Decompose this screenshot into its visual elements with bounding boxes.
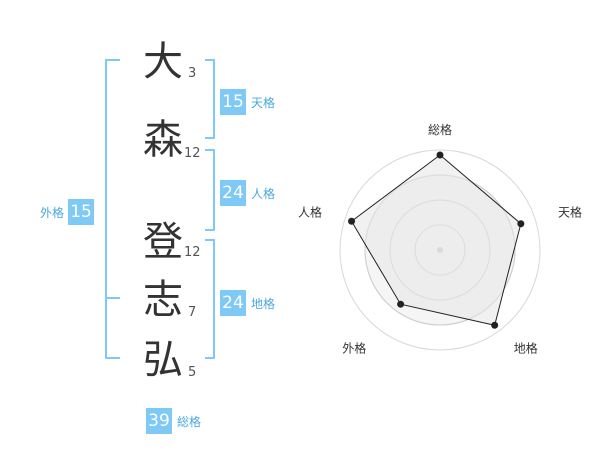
- soukaku-label: 総格: [177, 414, 202, 429]
- radar-polygon: [350, 154, 522, 326]
- stroke-count-4: 7: [188, 305, 197, 320]
- jinkaku-label: 人格: [251, 186, 276, 201]
- chikaku-badge: 24 地格: [220, 290, 275, 316]
- tenkaku-badge: 15 天格: [220, 89, 275, 115]
- jinkaku-bracket: [205, 149, 215, 231]
- radar-point-4: [397, 300, 405, 308]
- chikaku-value: 24: [220, 290, 246, 316]
- name-char-5: 弘: [143, 337, 183, 383]
- radar-axis-label-1: 総格: [428, 122, 452, 137]
- name-char-2: 森: [143, 117, 183, 163]
- stroke-count-3: 12: [184, 245, 201, 260]
- radar-axis-label-4: 外格: [342, 341, 366, 356]
- radar-ring-4: [339, 149, 541, 351]
- chikaku-label: 地格: [251, 296, 276, 311]
- radar-point-3: [491, 321, 499, 329]
- chikaku-bracket: [205, 239, 215, 359]
- stroke-count-1: 3: [188, 66, 197, 81]
- jinkaku-badge: 24 人格: [220, 180, 275, 206]
- radar-axis-label-3: 地格: [514, 341, 538, 356]
- name-char-3: 登: [143, 219, 183, 265]
- tenkaku-bracket: [205, 59, 215, 139]
- gaikaku-label: 外格: [40, 205, 65, 220]
- radar-point-1: [436, 151, 444, 159]
- gaikaku-badge: 外格 15: [40, 199, 95, 225]
- radar-point-5: [348, 217, 356, 225]
- radar-point-2: [517, 220, 525, 228]
- gaikaku-bracket: [105, 59, 120, 359]
- jinkaku-value: 24: [220, 180, 246, 206]
- stroke-count-5: 5: [188, 365, 197, 380]
- gaikaku-value: 15: [68, 199, 95, 225]
- name-char-1: 大: [143, 39, 183, 85]
- name-char-4: 志: [143, 277, 183, 323]
- radar-axis-label-2: 天格: [558, 204, 582, 219]
- soukaku-value: 39: [146, 408, 172, 434]
- radar-axis-label-5: 人格: [298, 204, 322, 219]
- tenkaku-value: 15: [220, 89, 246, 115]
- tenkaku-label: 天格: [251, 95, 276, 110]
- soukaku-badge: 39 総格: [146, 408, 201, 434]
- stroke-count-2: 12: [184, 146, 201, 161]
